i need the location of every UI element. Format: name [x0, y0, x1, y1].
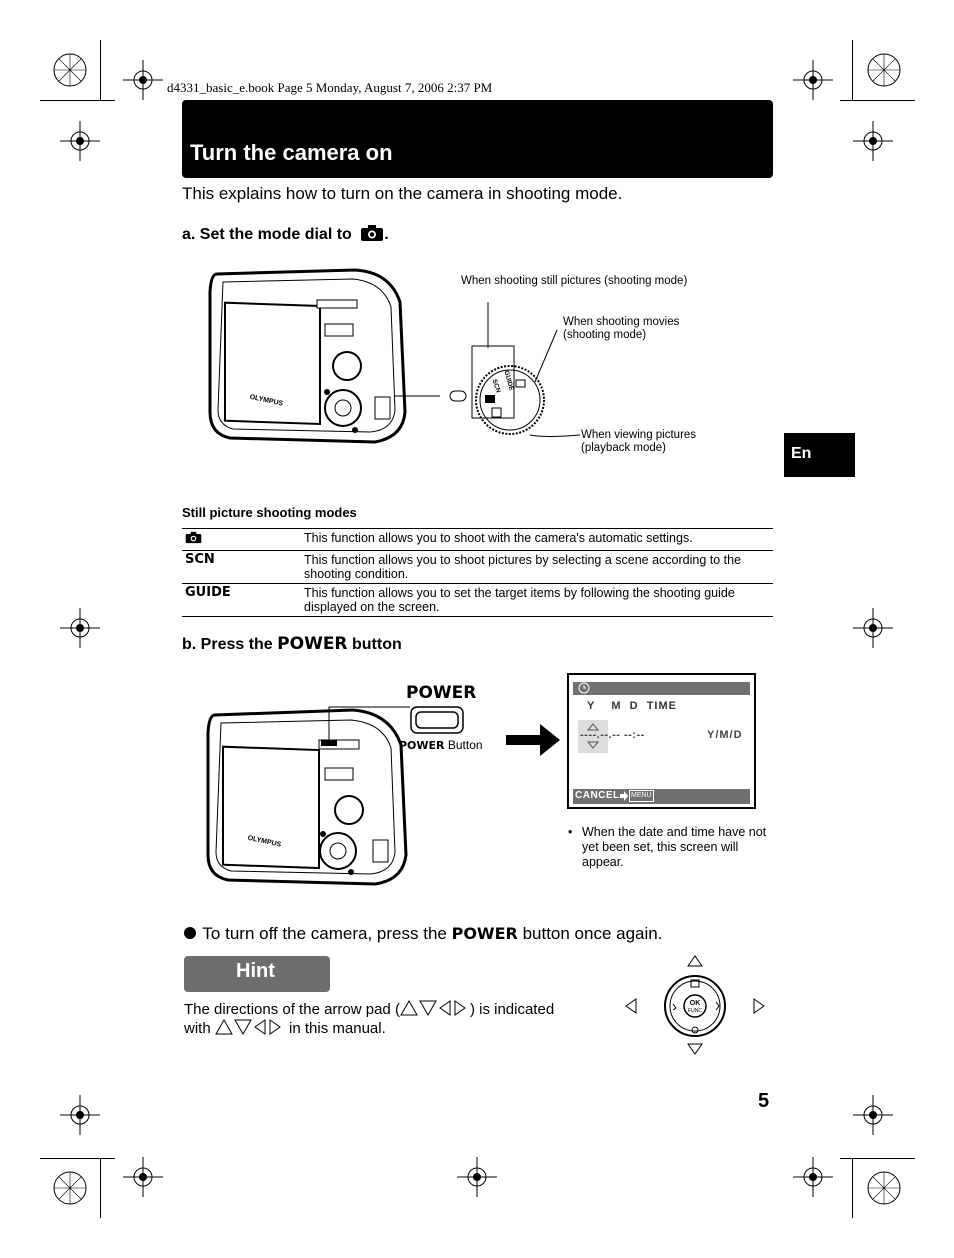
lcd-header: Y M D TIME [587, 700, 677, 712]
lcd-bottom-bar: CANCEL MENU [573, 789, 750, 804]
camera-power-illustration: OLYMPUS [206, 706, 410, 886]
hint-heading-label: Hint [236, 960, 275, 982]
section-title-bar: Turn the camera on [182, 100, 773, 178]
arrow-pad-illustration: OK FUNC [625, 955, 765, 1055]
dial-scn-label: SCN [490, 378, 501, 394]
lcd-date-time-screen: Y M D TIME ----.--.-- --:-- Y/M/D CANCEL… [567, 673, 756, 809]
mode-key: GUIDE [182, 583, 301, 617]
arrow-symbols-icon [214, 1018, 281, 1036]
table-row: SCN This function allows you to shoot pi… [182, 550, 773, 584]
power-button-caption-power: POWER [399, 739, 445, 752]
arrow-pad-ok: OK [690, 1000, 701, 1007]
label-still-mode: When shooting still pictures (shooting m… [461, 275, 688, 287]
arrow-right-icon [506, 724, 560, 756]
mode-description: This function allows you to set the targ… [301, 583, 773, 617]
step-a-suffix: . [384, 226, 389, 243]
power-button-icon [410, 706, 464, 734]
step-a-label: a. Set the mode dial to [182, 226, 352, 243]
mode-description: This function allows you to shoot with t… [301, 528, 773, 551]
label-movie-line1: When shooting movies [563, 316, 680, 328]
lcd-down-arrow-icon [587, 741, 599, 749]
crop-mark [852, 1158, 853, 1218]
label-playback-line2: (playback mode) [581, 442, 667, 454]
step-b-heading: b. Press the POWER button [182, 634, 402, 654]
intro-text: This explains how to turn on the camera … [182, 184, 623, 203]
camera-icon [361, 225, 384, 241]
turn-off-power: POWER [451, 924, 518, 943]
table-row: GUIDE This function allows you to set th… [182, 583, 773, 617]
dial-camera-icon [485, 395, 495, 403]
label-movie-mode: When shooting movies (shooting mode) [563, 316, 679, 342]
turn-off-prefix: To turn off the camera, press the [202, 924, 447, 943]
lcd-cancel-label: CANCEL [575, 790, 620, 801]
lcd-menu-icon: MENU [629, 790, 654, 802]
mode-key [182, 528, 301, 551]
step-b-suffix: button [351, 636, 402, 653]
dial-playback-icon [491, 407, 502, 418]
crop-mark [852, 40, 853, 100]
crop-mark [840, 1158, 915, 1159]
arrow-pad-func: FUNC [688, 1008, 702, 1014]
crop-mark [40, 100, 115, 101]
power-button-caption-text: Button [447, 738, 483, 752]
lcd-note-text: When the date and time have not yet been… [582, 825, 767, 869]
crop-mark [840, 100, 915, 101]
turn-off-instruction: To turn off the camera, press the POWER … [184, 924, 662, 944]
hint-text-4: in this manual. [289, 1020, 386, 1037]
step-b-power: POWER [277, 634, 348, 654]
hint-text-1: The directions of the arrow pad ( [184, 1001, 400, 1018]
label-playback-mode: When viewing pictures (playback mode) [581, 429, 696, 455]
crop-mark [100, 1158, 101, 1218]
mode-dial-illustration: SCN GUIDE [395, 302, 581, 437]
lcd-note: • When the date and time have not yet be… [568, 825, 768, 870]
hint-text-2: ) is indicated [469, 1001, 555, 1018]
table-row: This function allows you to shoot with t… [182, 528, 773, 551]
page-title: Turn the camera on [190, 140, 393, 165]
power-label: POWER [406, 683, 477, 703]
step-b-label: b. Press the [182, 636, 273, 653]
dial-movie-icon [515, 379, 526, 388]
crop-mark [40, 1158, 115, 1159]
modes-title: Still picture shooting modes [182, 505, 357, 520]
hint-text: The directions of the arrow pad ( ) is in… [184, 999, 604, 1038]
lcd-date-entry: ----.--.-- --:-- [580, 729, 645, 741]
modes-table: This function allows you to shoot with t… [182, 528, 773, 617]
label-movie-line2: (shooting mode) [563, 329, 647, 341]
camera-icon [185, 531, 202, 544]
power-button-caption: POWER Button [399, 738, 483, 752]
mode-description: This function allows you to shoot pictur… [301, 550, 773, 584]
hint-heading: Hint [184, 956, 330, 992]
page-number: 5 [758, 1090, 770, 1112]
turn-off-suffix: button once again. [522, 924, 663, 943]
lcd-top-bar [573, 682, 750, 695]
camera-back-illustration: OLYMPUS [208, 268, 407, 444]
mode-key: SCN [182, 550, 301, 584]
book-header: d4331_basic_e.book Page 5 Monday, August… [167, 80, 493, 95]
clock-icon [578, 682, 590, 694]
crop-mark [100, 40, 101, 100]
lcd-arrow-icon [620, 791, 628, 801]
hint-text-3: with [184, 1020, 211, 1037]
bullet-dot: • [568, 825, 573, 839]
language-tab-label: En [791, 445, 812, 462]
bullet-icon [184, 927, 196, 939]
label-playback-line1: When viewing pictures [581, 429, 697, 441]
arrow-symbols-icon [400, 999, 466, 1017]
step-a-heading: a. Set the mode dial to . [182, 224, 389, 244]
lcd-up-arrow-icon [587, 723, 599, 731]
lcd-date-format: Y/M/D [707, 729, 743, 741]
language-tab: En [784, 433, 855, 477]
